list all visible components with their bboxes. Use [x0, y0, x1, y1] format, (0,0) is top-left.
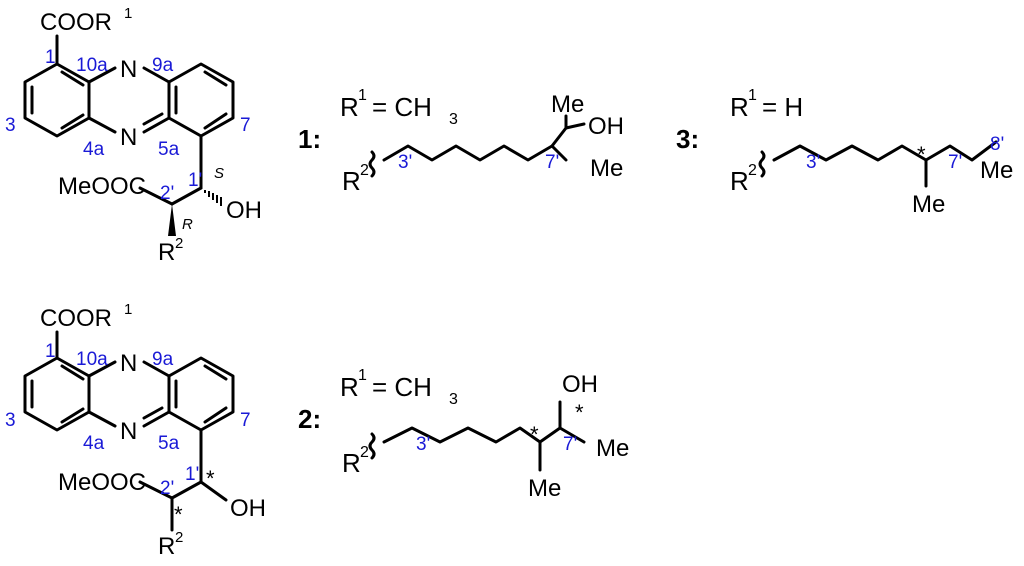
- svg-text:1: 1: [45, 47, 56, 68]
- svg-text:Me: Me: [912, 191, 945, 218]
- svg-text:4a: 4a: [83, 139, 105, 160]
- svg-text:1: 1: [124, 5, 132, 22]
- coor-label: COOR: [40, 9, 112, 36]
- svg-text:3': 3': [806, 152, 820, 173]
- svg-text:Me: Me: [590, 155, 623, 182]
- nitrogen-label: N: [120, 56, 137, 83]
- svg-text:= CH: = CH: [372, 92, 432, 122]
- svg-text:Me: Me: [528, 475, 561, 502]
- svg-text:OH: OH: [588, 113, 624, 140]
- r2-label: R: [158, 239, 175, 266]
- svg-text:Me: Me: [596, 435, 629, 462]
- ester-label: MeOOC: [58, 173, 146, 200]
- svg-text:1': 1': [185, 464, 199, 485]
- svg-text:3: 3: [5, 410, 16, 431]
- svg-text:9a: 9a: [152, 55, 174, 76]
- svg-text:1: 1: [45, 341, 56, 362]
- stereocenter-asterisk: *: [206, 466, 215, 491]
- wavy-attachment-bond: [368, 432, 376, 460]
- nitrogen-label: N: [120, 350, 137, 377]
- nitrogen-label: N: [120, 418, 137, 445]
- svg-text:OH: OH: [562, 371, 598, 398]
- svg-text:2: 2: [360, 444, 369, 461]
- svg-text:= CH: = CH: [372, 372, 432, 402]
- svg-text:7: 7: [240, 115, 251, 136]
- svg-text:R: R: [182, 216, 193, 233]
- r2-label: R: [342, 166, 361, 196]
- svg-text:= H: = H: [762, 92, 803, 122]
- coor-label: COOR: [40, 305, 112, 332]
- svg-text:10a: 10a: [76, 55, 108, 76]
- compound-1-definition: 1: R 1 = CH 3 R 2 3' 7' Me OH Me: [298, 87, 624, 196]
- hydroxyl-label: OH: [226, 197, 262, 224]
- svg-text:2': 2': [160, 183, 174, 204]
- r2-label: R: [158, 533, 175, 560]
- svg-text:R: R: [730, 92, 749, 122]
- hashed-wedge-bond: [204, 190, 222, 206]
- labels-bottom-structure: COOR 1 N N 1 10a 9a 3 7 4a 5a 1' * 2' * …: [5, 301, 266, 560]
- svg-text:7': 7': [948, 152, 962, 173]
- svg-text:3: 3: [5, 115, 16, 136]
- svg-text:9a: 9a: [152, 349, 174, 370]
- svg-text:3': 3': [416, 434, 430, 455]
- svg-text:2: 2: [360, 162, 369, 179]
- svg-text:2: 2: [175, 529, 183, 546]
- svg-text:10a: 10a: [76, 349, 108, 370]
- stereocenter-asterisk: *: [174, 502, 183, 527]
- svg-text:7: 7: [240, 410, 251, 431]
- ester-label: MeOOC: [58, 469, 146, 496]
- svg-text:8': 8': [990, 134, 1004, 155]
- svg-text:7': 7': [563, 434, 577, 455]
- svg-text:1: 1: [358, 367, 367, 384]
- stereocenter-asterisk: *: [917, 142, 926, 167]
- stereocenter-asterisk: *: [575, 400, 584, 425]
- svg-text:3: 3: [449, 111, 458, 128]
- svg-text:5a: 5a: [158, 139, 180, 160]
- svg-text:2: 2: [748, 162, 757, 179]
- svg-text:Me: Me: [980, 157, 1013, 184]
- svg-text:S: S: [214, 165, 224, 182]
- wavy-attachment-bond: [758, 150, 766, 178]
- svg-text:3: 3: [449, 391, 458, 408]
- svg-text:Me: Me: [551, 91, 584, 118]
- compound-1-label: 1:: [298, 124, 321, 154]
- compound-3-label: 3:: [676, 124, 699, 154]
- svg-text:2': 2': [160, 478, 174, 499]
- solid-wedge-bond: [168, 204, 176, 236]
- r2-label: R: [730, 166, 749, 196]
- labels-top-structure: COOR 1 N N 1 10a 9a 3 7 4a 5a 1' 2' S R …: [5, 5, 262, 266]
- svg-text:5a: 5a: [158, 433, 180, 454]
- compound-2-label: 2:: [298, 404, 321, 434]
- wavy-attachment-bond: [368, 150, 376, 178]
- svg-text:1: 1: [358, 87, 367, 104]
- compound-3-definition: 3: R 1 = H R 2 3' 7' 8' * Me Me: [676, 87, 1013, 218]
- side-chain-skeleton: [772, 140, 998, 162]
- svg-text:3': 3': [398, 152, 412, 173]
- phenazine-core-top: [23, 34, 235, 236]
- svg-text:1: 1: [124, 301, 132, 318]
- r2-label: R: [342, 448, 361, 478]
- side-chain-skeleton: [382, 426, 586, 444]
- stereocenter-asterisk: *: [530, 422, 539, 447]
- nitrogen-label: N: [120, 124, 137, 151]
- svg-text:R: R: [340, 92, 359, 122]
- svg-text:1': 1': [188, 170, 202, 191]
- svg-text:2: 2: [175, 235, 183, 252]
- svg-text:4a: 4a: [83, 433, 105, 454]
- phenazine-core-bottom: [23, 330, 235, 532]
- svg-text:R: R: [340, 372, 359, 402]
- compound-2-definition: 2: R 1 = CH 3 R 2 3' 7' * * OH Me Me: [298, 367, 629, 502]
- svg-text:7': 7': [545, 152, 559, 173]
- hydroxyl-label: OH: [230, 495, 266, 522]
- side-chain-skeleton: [382, 126, 568, 162]
- svg-text:1: 1: [748, 87, 757, 104]
